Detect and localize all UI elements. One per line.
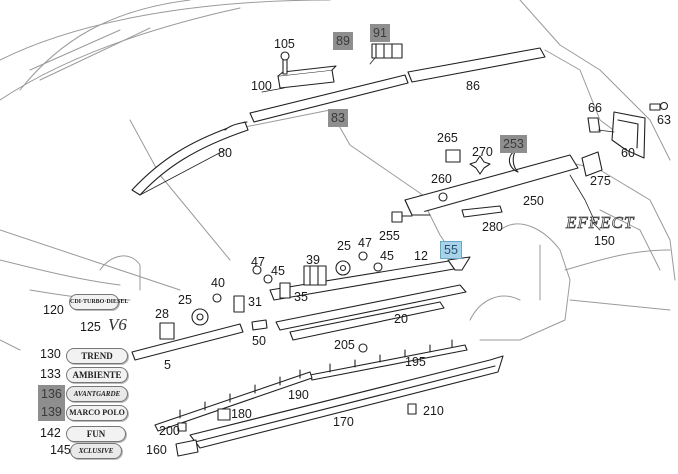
label-91-highlighted: 91 [370, 24, 390, 42]
label-25-left: 25 [178, 293, 192, 307]
label-170: 170 [333, 415, 354, 429]
emblem-150: EFFECT [566, 213, 635, 233]
label-100: 100 [251, 79, 272, 93]
label-89-highlighted: 89 [333, 32, 353, 50]
label-280: 280 [482, 220, 503, 234]
label-205: 205 [334, 338, 355, 352]
emblem-139: MARCO POLO [66, 405, 128, 421]
label-253-highlighted: 253 [500, 135, 527, 153]
label-136-highlighted: 136 [38, 385, 65, 403]
label-139-highlighted: 139 [38, 403, 65, 421]
label-120: 120 [43, 303, 64, 317]
label-255: 255 [379, 229, 400, 243]
label-35: 35 [294, 290, 308, 304]
label-150: 150 [594, 234, 615, 248]
label-80: 80 [218, 146, 232, 160]
label-195: 195 [405, 355, 426, 369]
emblem-136: AVANTGARDE [66, 386, 128, 402]
label-180: 180 [231, 407, 252, 421]
label-63: 63 [657, 113, 671, 127]
emblem-125: V6 [108, 315, 127, 334]
label-47-right: 47 [358, 236, 372, 250]
label-200: 200 [159, 424, 180, 438]
label-125: 125 [80, 320, 101, 334]
label-133: 133 [40, 367, 61, 381]
label-39: 39 [306, 253, 320, 267]
emblem-142: FUN [66, 426, 126, 442]
label-60: 60 [621, 146, 635, 160]
label-28: 28 [155, 307, 169, 321]
label-45-left: 45 [271, 264, 285, 278]
emblem-145: XCLUSIVE [70, 443, 122, 459]
label-265: 265 [437, 131, 458, 145]
label-105: 105 [274, 37, 295, 51]
label-50: 50 [252, 334, 266, 348]
label-66: 66 [588, 101, 602, 115]
label-40: 40 [211, 276, 225, 290]
label-160: 160 [146, 443, 167, 457]
label-45-right: 45 [380, 249, 394, 263]
label-55-highlighted: 55 [440, 241, 462, 259]
label-83-highlighted: 83 [328, 109, 348, 127]
label-250: 250 [523, 194, 544, 208]
label-190: 190 [288, 388, 309, 402]
label-20: 20 [394, 312, 408, 326]
label-130: 130 [40, 347, 61, 361]
label-25-right: 25 [337, 239, 351, 253]
label-47-left: 47 [251, 255, 265, 269]
label-5: 5 [164, 358, 171, 372]
label-12: 12 [414, 249, 428, 263]
label-142: 142 [40, 426, 61, 440]
label-210: 210 [423, 404, 444, 418]
label-31: 31 [248, 295, 262, 309]
label-86: 86 [466, 79, 480, 93]
emblem-130: TREND [66, 348, 128, 364]
label-260: 260 [431, 172, 452, 186]
label-145: 145 [50, 443, 71, 457]
emblem-120: CDI·TURBO·DIESEL [69, 294, 128, 310]
emblem-133: AMBIENTE [66, 367, 128, 383]
label-275: 275 [590, 174, 611, 188]
label-270: 270 [472, 145, 493, 159]
